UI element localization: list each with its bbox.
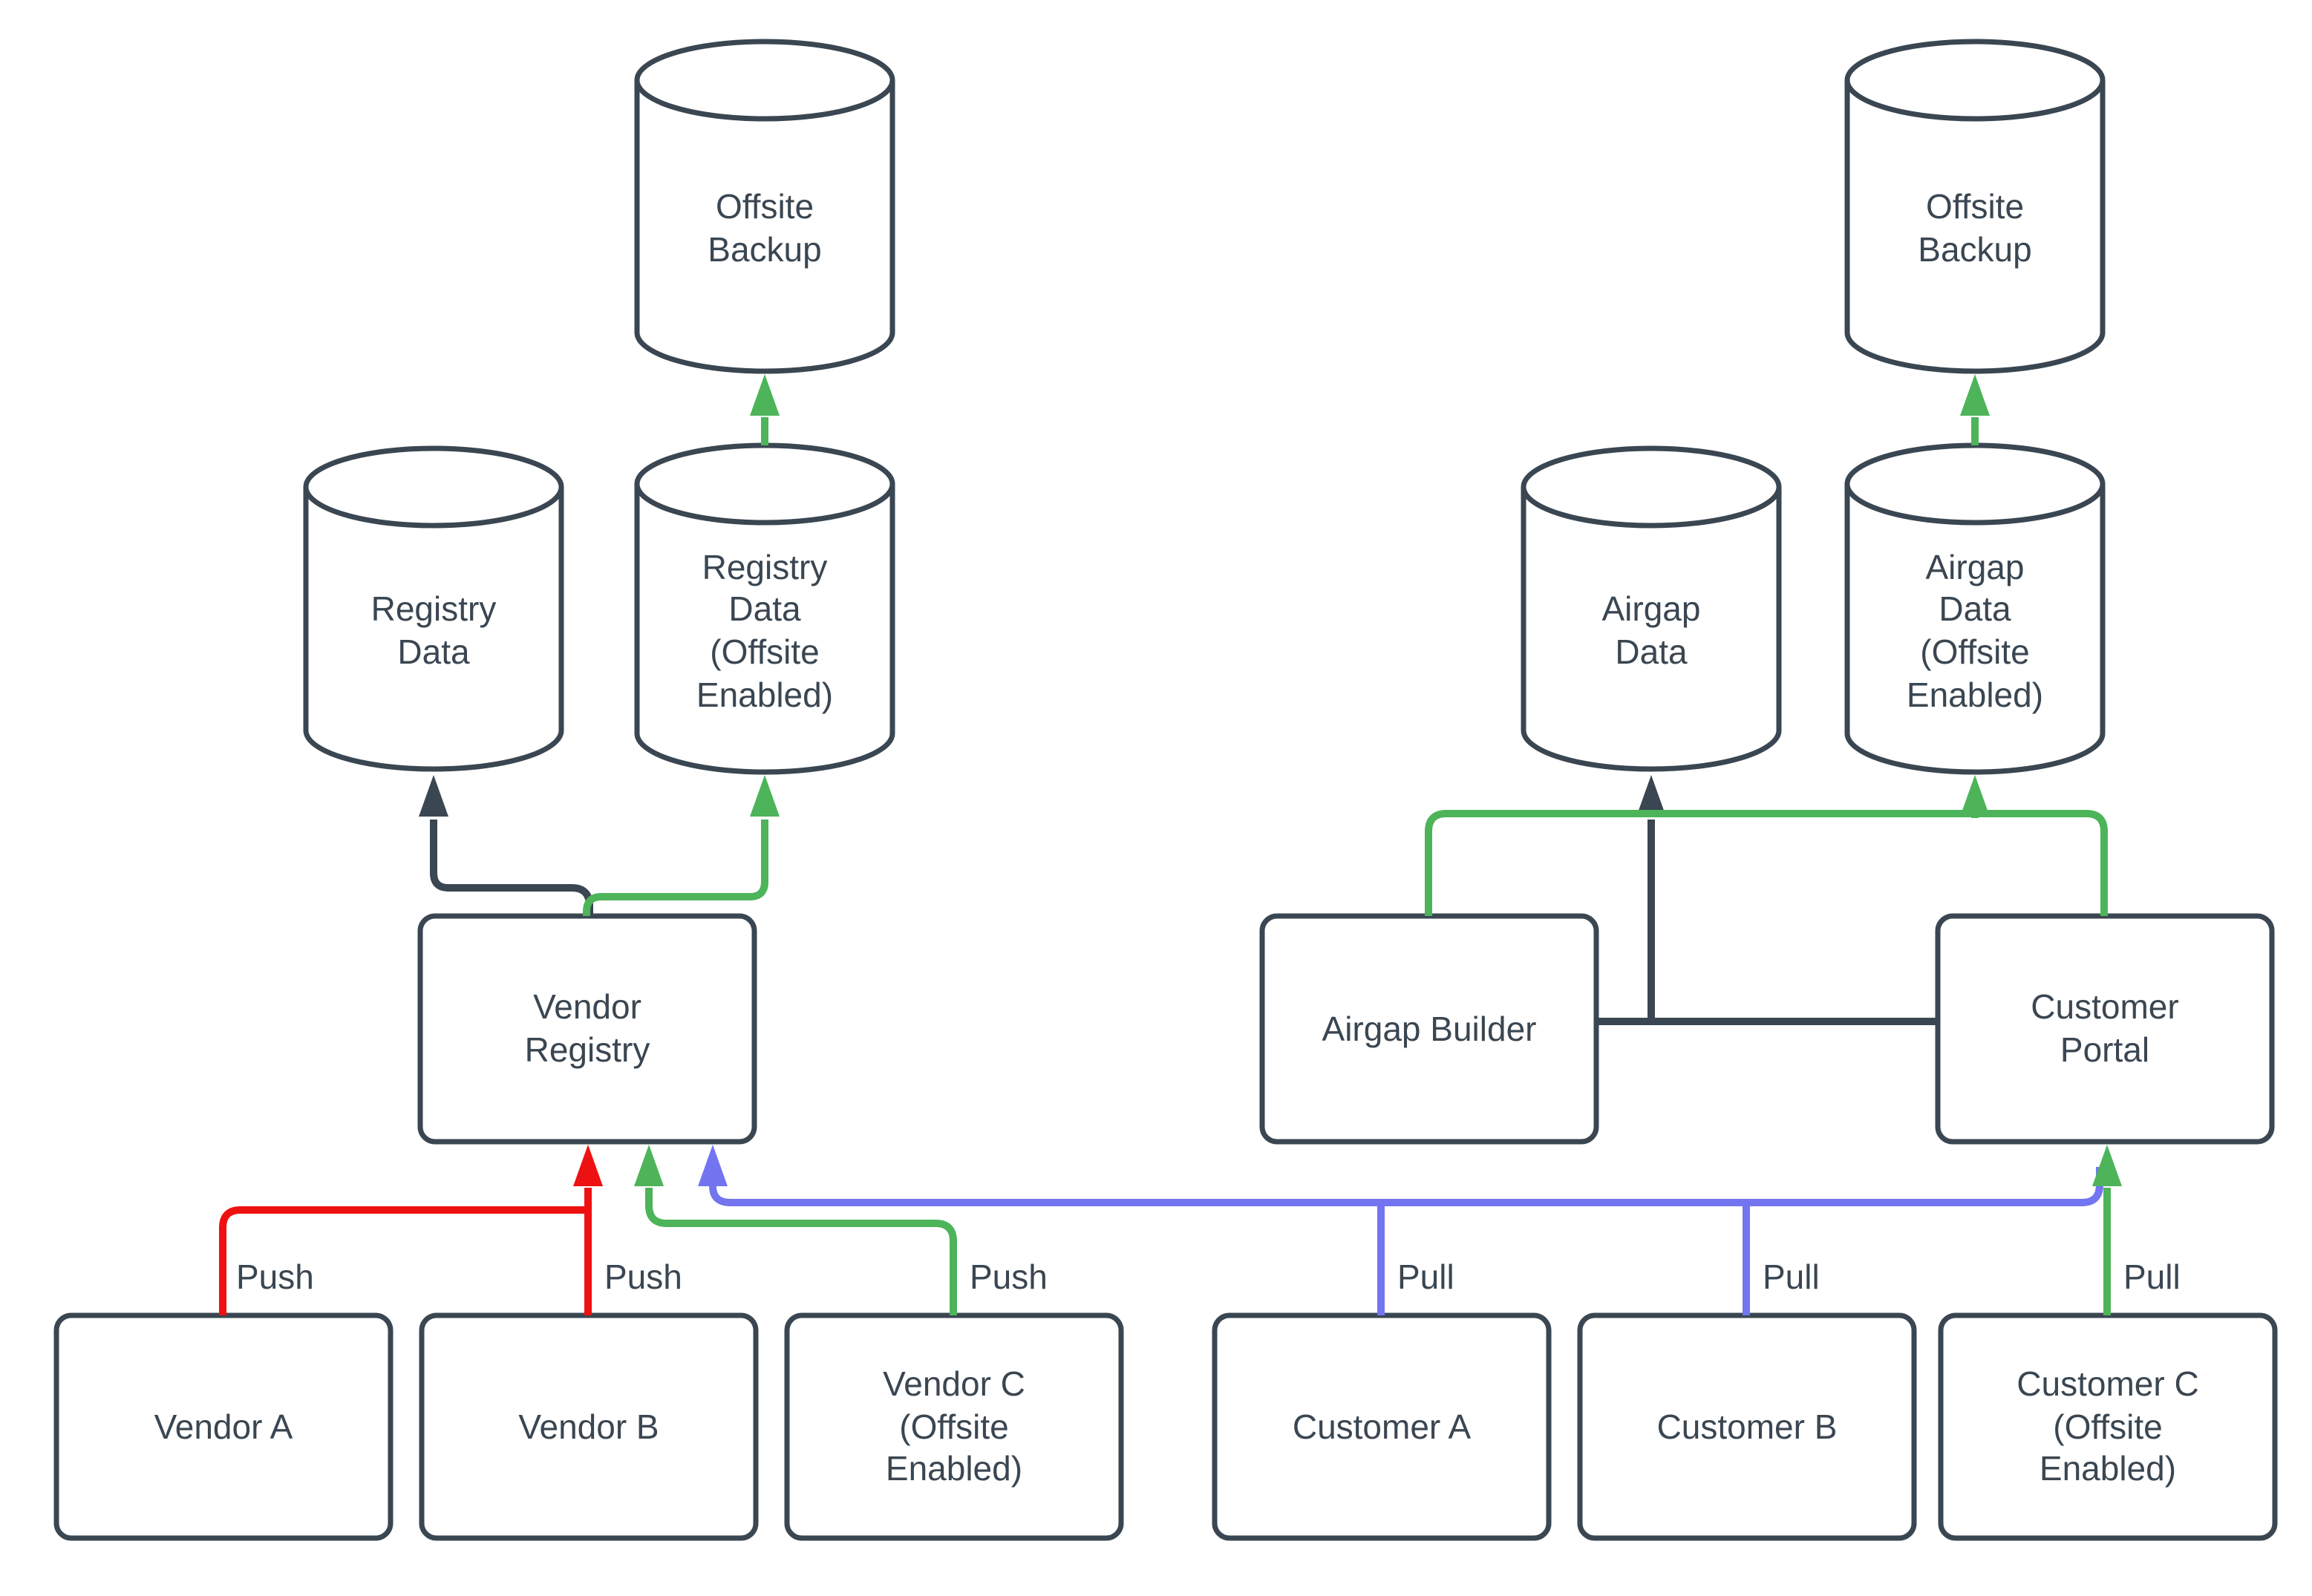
airgap-data-offsite-cylinder — [1844, 442, 2106, 775]
edge-builder-portal-green-tree — [1425, 810, 2108, 916]
customer-c-box — [1938, 1312, 2278, 1541]
registry-data-cylinder — [303, 445, 564, 772]
vendor-c-box — [784, 1312, 1124, 1541]
arrowhead-registry-data-offsite — [750, 775, 780, 817]
vendor-b-box — [419, 1312, 759, 1541]
arrowhead-customer-portal — [2092, 1145, 2122, 1186]
registry-data-offsite-cylinder-rim — [634, 483, 895, 526]
arrowhead-airgap-data — [1636, 775, 1666, 817]
arrowhead-vendor-registry-blue — [698, 1145, 728, 1186]
edge-vendor-c-push — [645, 1188, 957, 1315]
arrowhead-offsite-backup-left — [750, 374, 780, 416]
registry-data-cylinder-rim — [303, 486, 564, 529]
customer-portal-box — [1935, 913, 2275, 1145]
edge-vendor-registry-to-registry-data-offsite — [583, 820, 768, 916]
customer-b-box — [1577, 1312, 1917, 1541]
offsite-backup-right-cylinder-rim — [1844, 79, 2106, 122]
vendor-registry-box — [417, 913, 757, 1145]
edge-customers-pull-trunk — [709, 1167, 2103, 1206]
arrowhead-airgap-data-offsite — [1960, 775, 1990, 817]
offsite-backup-right-cylinder — [1844, 39, 2106, 374]
airgap-data-cylinder — [1521, 445, 1782, 772]
arrowhead-offsite-backup-right — [1960, 374, 1990, 416]
customer-a-box — [1212, 1312, 1552, 1541]
airgap-data-cylinder-rim — [1521, 486, 1782, 529]
edge-vendor-registry-to-registry-data — [430, 820, 593, 915]
airgap-builder-box — [1259, 913, 1599, 1145]
airgap-data-offsite-cylinder-rim — [1844, 483, 2106, 526]
vendor-a-box — [53, 1312, 394, 1541]
arrowhead-vendor-registry-green — [634, 1145, 664, 1186]
arrowhead-vendor-registry-red — [573, 1145, 603, 1186]
arrowhead-registry-data — [419, 775, 448, 817]
offsite-backup-left-cylinder — [634, 39, 895, 374]
registry-data-offsite-cylinder — [634, 442, 895, 775]
offsite-backup-left-cylinder-rim — [634, 79, 895, 122]
edge-vendor-a-push — [219, 1206, 588, 1315]
